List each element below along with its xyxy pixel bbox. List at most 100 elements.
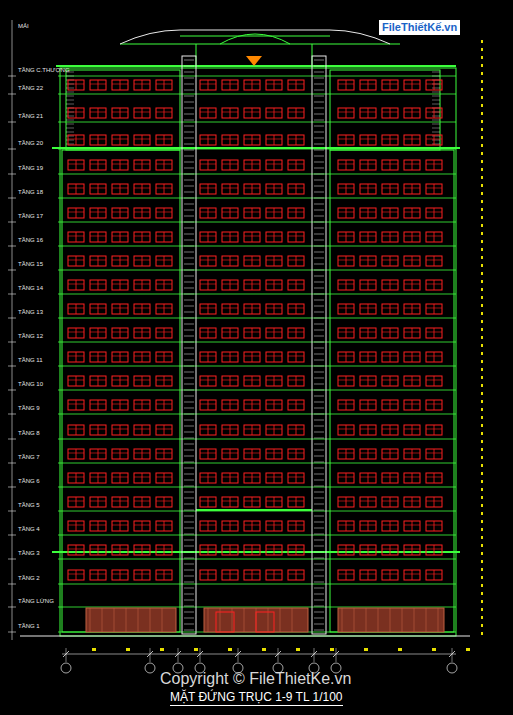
drawing-stroke bbox=[266, 501, 282, 502]
window bbox=[112, 160, 128, 170]
drawing-stroke bbox=[156, 404, 172, 405]
drawing-stroke bbox=[156, 501, 172, 502]
drawing-stroke bbox=[8, 487, 16, 488]
drawing-stroke bbox=[62, 654, 456, 655]
window bbox=[134, 304, 150, 314]
drawing-stroke bbox=[184, 576, 194, 577]
window bbox=[68, 570, 84, 580]
shop-front bbox=[204, 608, 308, 632]
window bbox=[338, 570, 354, 580]
window bbox=[156, 184, 172, 194]
drawing-stroke bbox=[58, 414, 456, 415]
drawing-stroke bbox=[314, 354, 324, 355]
drawing-stroke bbox=[184, 612, 194, 613]
window bbox=[404, 160, 420, 170]
window bbox=[244, 184, 260, 194]
window bbox=[288, 521, 304, 531]
window bbox=[112, 280, 128, 290]
drawing-stroke bbox=[112, 284, 128, 285]
drawing-stroke bbox=[314, 108, 324, 109]
drawing-stroke bbox=[368, 376, 369, 386]
window bbox=[112, 328, 128, 338]
drawing-stroke bbox=[142, 135, 143, 145]
window bbox=[382, 400, 398, 410]
window bbox=[382, 184, 398, 194]
drawing-stroke bbox=[382, 164, 398, 165]
drawing-stroke bbox=[346, 449, 347, 459]
drawing-stroke bbox=[390, 256, 391, 266]
drawing-stroke bbox=[434, 473, 435, 483]
drawing-stroke bbox=[288, 236, 304, 237]
drawing-stroke bbox=[208, 135, 209, 145]
drawing-stroke bbox=[346, 135, 347, 145]
level-label: TẦNG 5 bbox=[18, 502, 40, 509]
drawing-stroke bbox=[266, 260, 282, 261]
drawing-stroke bbox=[412, 280, 413, 290]
drawing-stroke bbox=[296, 328, 297, 338]
window bbox=[404, 304, 420, 314]
drawing-stroke bbox=[112, 260, 128, 261]
drawing-stroke bbox=[314, 414, 324, 415]
window bbox=[266, 280, 282, 290]
drawing-stroke bbox=[184, 186, 194, 187]
drawing-stroke bbox=[134, 139, 150, 140]
window bbox=[90, 256, 106, 266]
drawing-stroke bbox=[434, 400, 435, 410]
drawing-stroke bbox=[368, 208, 369, 218]
drawing-stroke bbox=[58, 366, 456, 367]
drawing-stroke bbox=[314, 510, 324, 511]
window bbox=[90, 304, 106, 314]
drawing-stroke bbox=[288, 164, 304, 165]
drawing-stroke bbox=[338, 236, 354, 237]
window bbox=[426, 376, 442, 386]
drawing-stroke bbox=[244, 212, 260, 213]
window bbox=[266, 473, 282, 483]
drawing-stroke bbox=[360, 501, 376, 502]
drawing-stroke bbox=[8, 246, 16, 247]
window bbox=[266, 545, 282, 555]
window bbox=[288, 400, 304, 410]
drawing-stroke bbox=[426, 112, 442, 113]
drawing-stroke bbox=[184, 432, 194, 433]
window bbox=[338, 328, 354, 338]
window bbox=[426, 425, 442, 435]
drawing-stroke bbox=[164, 160, 165, 170]
drawing-stroke bbox=[338, 84, 354, 85]
drawing-stroke bbox=[68, 308, 84, 309]
drawing-stroke bbox=[222, 477, 238, 478]
drawing-stroke bbox=[434, 108, 435, 118]
drawing-stroke bbox=[314, 522, 324, 523]
drawing-stroke bbox=[314, 516, 324, 517]
drawing-stroke bbox=[390, 135, 391, 145]
drawing-stroke bbox=[8, 94, 16, 95]
drawing-stroke bbox=[274, 570, 275, 580]
drawing-stroke bbox=[360, 453, 376, 454]
window bbox=[244, 425, 260, 435]
drawing-stroke bbox=[426, 574, 442, 575]
window bbox=[134, 497, 150, 507]
window bbox=[112, 108, 128, 118]
drawing-stroke bbox=[184, 138, 194, 139]
window bbox=[134, 184, 150, 194]
drawing-stroke bbox=[314, 216, 324, 217]
window bbox=[360, 280, 376, 290]
drawing-stroke bbox=[222, 356, 238, 357]
drawing-stroke bbox=[156, 212, 172, 213]
window bbox=[360, 521, 376, 531]
drawing-stroke bbox=[346, 400, 347, 410]
window bbox=[90, 545, 106, 555]
drawing-stroke bbox=[112, 525, 128, 526]
drawing-stroke bbox=[184, 360, 194, 361]
window bbox=[426, 232, 442, 242]
window bbox=[156, 400, 172, 410]
drawing-stroke bbox=[338, 332, 354, 333]
drawing-stroke bbox=[112, 236, 128, 237]
drawing-stroke bbox=[222, 284, 238, 285]
drawing-stroke bbox=[382, 260, 398, 261]
drawing-stroke bbox=[66, 144, 74, 145]
drawing-stroke bbox=[68, 112, 84, 113]
drawing-stroke bbox=[184, 168, 194, 169]
drawing-stroke bbox=[120, 184, 121, 194]
drawing-stroke bbox=[164, 80, 165, 90]
